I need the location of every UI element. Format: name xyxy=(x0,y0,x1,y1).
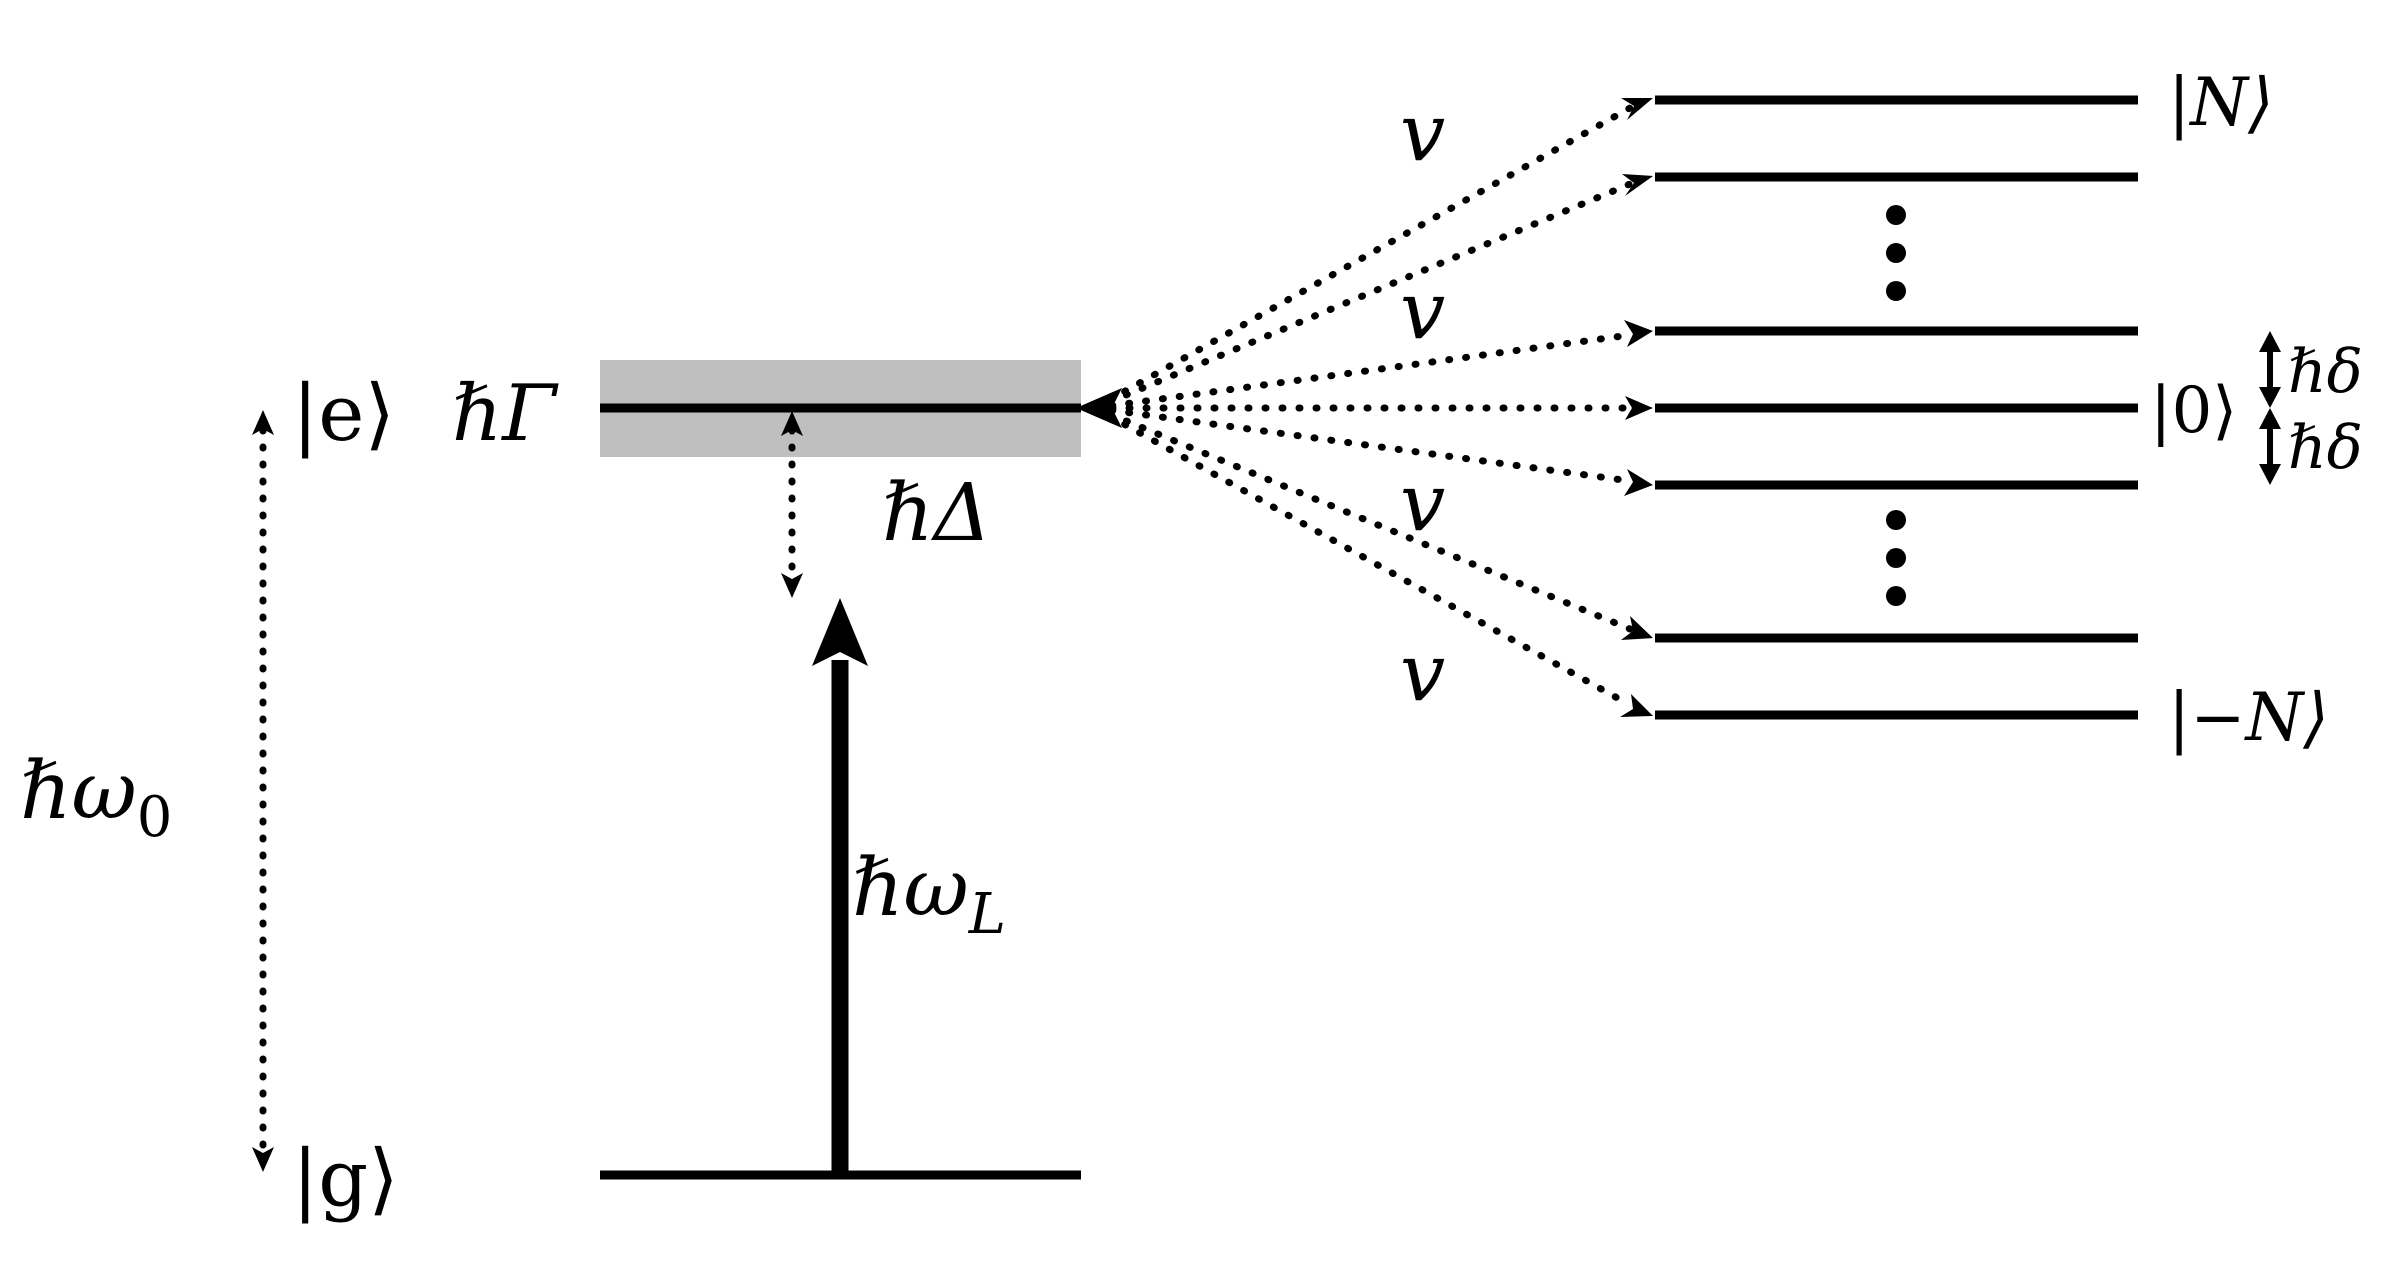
atomic-transition-label: ℏω0 xyxy=(20,744,172,850)
coupling-label-4: v xyxy=(1400,626,1445,719)
excited-state-label: |e⟩ xyxy=(292,369,395,459)
coupling-arrows xyxy=(1076,98,1653,717)
atomic-transition-arrow xyxy=(252,410,274,1172)
coupling-label-2: v xyxy=(1400,264,1445,357)
coupling-label-1: v xyxy=(1400,86,1445,179)
state-top-label: |N⟩ xyxy=(2168,64,2274,141)
detuning-label: ℏΔ xyxy=(882,466,991,559)
coupling-label-3: v xyxy=(1400,456,1445,549)
state-middle-label: |0⟩ xyxy=(2150,374,2237,448)
spacing-label-upper: ℏδ xyxy=(2288,337,2363,407)
laser-energy-subscript: L xyxy=(968,882,1006,947)
ellipsis-upper xyxy=(1886,205,1906,301)
state-bottom-label: |−N⟩ xyxy=(2168,679,2329,756)
atomic-transition-symbol: ℏω xyxy=(20,744,137,837)
laser-energy-label: ℏωL xyxy=(852,841,1006,947)
ground-state-label: |g⟩ xyxy=(292,1134,399,1224)
detuning-arrow xyxy=(781,411,803,598)
laser-energy-symbol: ℏω xyxy=(852,841,969,934)
ellipsis-lower xyxy=(1886,510,1906,606)
spacing-label-lower: ℏδ xyxy=(2288,413,2363,483)
linewidth-label: ℏΓ xyxy=(452,369,559,459)
atomic-transition-subscript: 0 xyxy=(137,785,173,850)
spacing-arrow-upper xyxy=(2259,331,2281,408)
spacing-arrow-lower xyxy=(2259,408,2281,485)
laser-arrow xyxy=(812,598,868,1175)
